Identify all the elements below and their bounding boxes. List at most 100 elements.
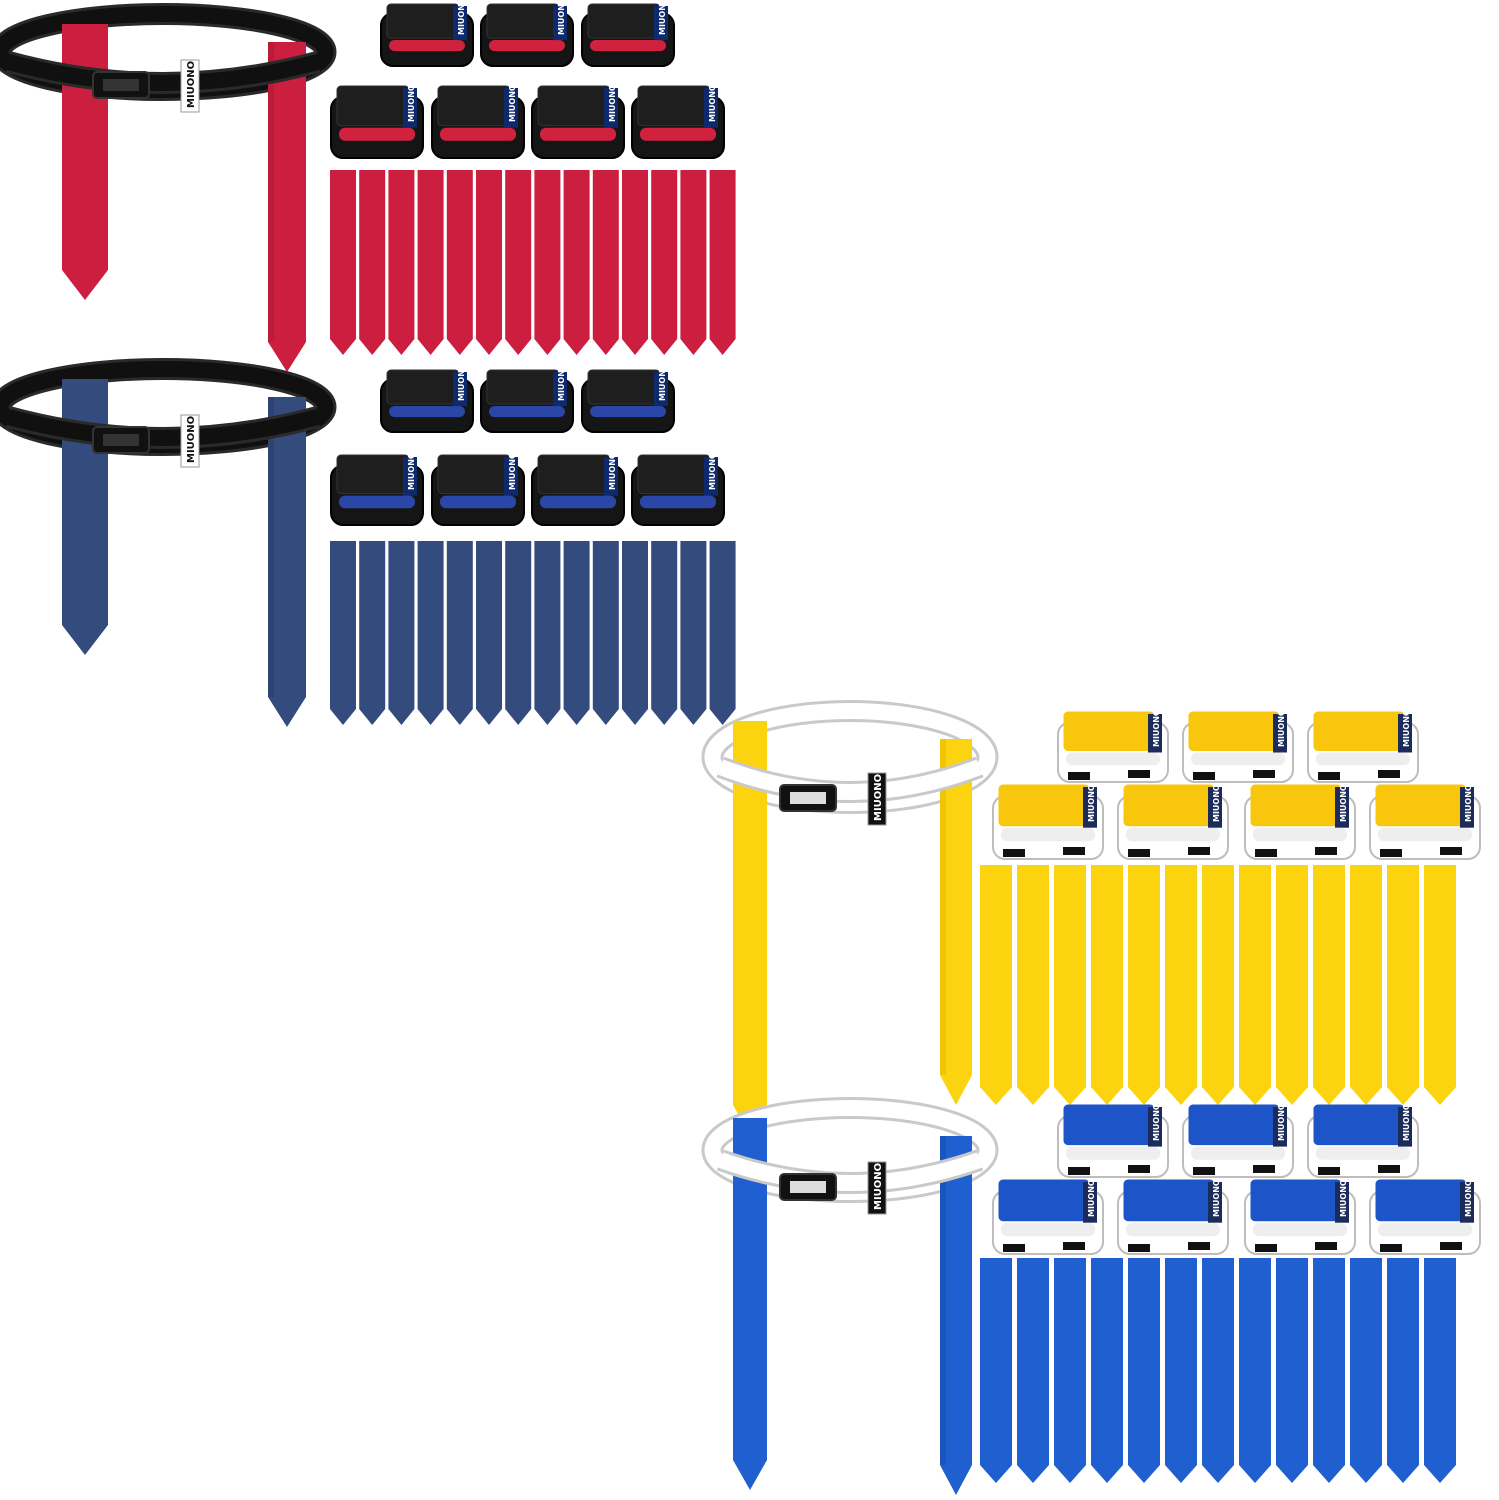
- spare-flag-strap: [388, 541, 415, 725]
- flag-holder-tag-text: MIUONO: [1212, 784, 1221, 822]
- flag-holder: MIUONO: [992, 1179, 1104, 1255]
- brand-tag-text: MIUONO: [873, 1163, 884, 1210]
- flag-holder-clip: [1128, 1244, 1150, 1252]
- flag-holder-tag-text: MIUONO: [608, 84, 617, 122]
- spare-flag-strap: [680, 170, 707, 355]
- flag-holder: MIUONO: [1307, 709, 1419, 783]
- belt-buckle-slot: [103, 79, 139, 91]
- flag-holder-top: [1250, 1179, 1342, 1222]
- flag-holder-tag-text: MIUONO: [1087, 1179, 1096, 1217]
- flag-holder-clip: [1063, 1242, 1085, 1250]
- spare-flag-strap: [651, 541, 678, 725]
- flag-holder-accent: [540, 495, 616, 509]
- flag-holder-tag-text: MIUONO: [407, 452, 416, 490]
- brand-tag: [180, 59, 200, 113]
- flag-holder-top: [1250, 784, 1342, 827]
- flag-holder-accent: [590, 405, 666, 418]
- flag-holder-clip: [1440, 847, 1462, 855]
- flag-holder-clip: [1318, 772, 1340, 780]
- spare-flag-strap: [1054, 865, 1086, 1105]
- flag-holder-top: [998, 1179, 1090, 1222]
- flag-holder-top: [587, 369, 661, 405]
- flag-holder-top: [437, 85, 511, 127]
- belt-front: [6, 54, 320, 91]
- flag-holder-tag-text: MIUONO: [557, 363, 566, 401]
- flag-holder-top: [587, 3, 661, 39]
- flag-football-set-blue: MIUONO MIUONO MIUONO MIUONO MIUONO MIUONO MIUO…: [701, 1097, 1481, 1495]
- spare-flag-strap: [1276, 865, 1308, 1105]
- flag-holder-clip: [1253, 1165, 1275, 1173]
- flag-holder: MIUONO: [631, 84, 725, 160]
- flag-holder-top: [486, 369, 560, 405]
- flag-holder-clip: [1068, 772, 1090, 780]
- spare-flag-strap: [592, 541, 619, 725]
- belt-flag-right: [940, 739, 972, 1105]
- flag-holder-top: [437, 454, 511, 494]
- flag-holder-top: [637, 454, 711, 494]
- spare-flag-strap: [505, 541, 532, 725]
- flag-holder-tag-text: MIUONO: [658, 0, 667, 35]
- flag-holder-top: [537, 454, 611, 494]
- flag-holder: MIUONO: [1117, 784, 1229, 860]
- flag-holder-tag-text: MIUONO: [457, 363, 466, 401]
- belt-flag-left: [733, 721, 767, 1135]
- flag-holder-tag-text: MIUONO: [1087, 784, 1096, 822]
- belt-flag-right: [268, 42, 306, 372]
- flag-holder-tag: [704, 88, 718, 128]
- flag-holder-clip: [1315, 1242, 1337, 1250]
- flag-holder-accent: [1126, 827, 1220, 842]
- flag-holder-clip: [1255, 1244, 1277, 1252]
- flag-holder-tag-text: MIUONO: [1212, 1179, 1221, 1217]
- flag-holder-tag-text: MIUONO: [1277, 709, 1286, 747]
- flag-holder-accent: [1191, 1146, 1285, 1160]
- flag-holder: MIUONO: [631, 452, 725, 526]
- flag-holder: MIUONO: [480, 0, 574, 68]
- spare-flag-strap: [1239, 1258, 1271, 1483]
- spare-flag-strap: [709, 170, 736, 355]
- spare-flag-strap: [388, 170, 415, 355]
- brand-tag-text: MIUONO: [186, 61, 197, 108]
- flag-holder-tag-text: MIUONO: [1464, 1179, 1473, 1217]
- flag-holder-accent: [1316, 1146, 1410, 1160]
- flag-holder-tag-text: MIUONO: [1339, 1179, 1348, 1217]
- flag-holder-tag-text: MIUONO: [708, 452, 717, 490]
- spare-flag-strap: [1091, 865, 1123, 1105]
- flag-holder-accent: [339, 495, 415, 509]
- flag-holder-tag-text: MIUONO: [1402, 1103, 1411, 1141]
- flag-holder-tag: [1083, 787, 1097, 828]
- flag-holder-clip: [1253, 770, 1275, 778]
- flag-holder-accent: [489, 405, 565, 418]
- spare-flag-strap: [476, 541, 502, 725]
- spare-flag-strap: [505, 170, 532, 355]
- flag-holder-tag-text: MIUONO: [1152, 1103, 1161, 1141]
- belt-flag-right-shade: [268, 42, 274, 342]
- spare-flag-strap: [622, 541, 648, 725]
- spare-flag-strap: [1017, 1258, 1049, 1483]
- flag-holder: MIUONO: [431, 452, 525, 526]
- brand-tag-text: MIUONO: [873, 774, 884, 821]
- spare-flag-strap: [417, 541, 444, 725]
- flag-holder-top: [386, 369, 460, 405]
- flag-holder-accent: [1066, 1146, 1160, 1160]
- flag-holder-clip: [1128, 1165, 1150, 1173]
- flag-holder-top: [336, 85, 410, 127]
- spare-flag-strap: [709, 541, 736, 725]
- spare-flag-strap: [1017, 865, 1049, 1105]
- spare-flag-strap: [1128, 865, 1160, 1105]
- flag-holder-tag: [453, 372, 467, 407]
- belt-flag-left: [733, 1118, 767, 1490]
- flag-holder: MIUONO: [330, 84, 424, 160]
- spare-flag-strap: [1424, 865, 1456, 1105]
- belt-flag-right-shade: [940, 1136, 946, 1465]
- flag-holder-tag: [1398, 714, 1412, 753]
- flag-holder-accent: [389, 39, 465, 52]
- flag-holder-tag: [1273, 1107, 1287, 1147]
- flag-holder-tag-text: MIUONO: [1277, 1103, 1286, 1141]
- spare-flag-strap: [1276, 1258, 1308, 1483]
- flag-holder-tag: [1208, 1182, 1222, 1223]
- flag-holder-tag: [654, 372, 668, 407]
- flag-holder-tag-text: MIUONO: [1339, 784, 1348, 822]
- flag-holder-tag: [504, 88, 518, 128]
- spare-flag-strap: [534, 541, 561, 725]
